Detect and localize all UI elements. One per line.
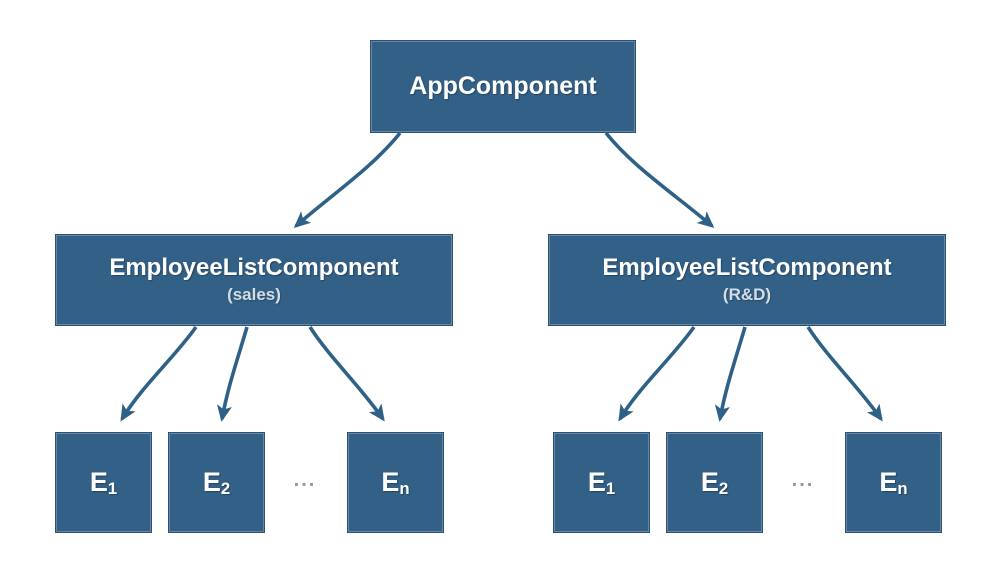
node-employee-right-1-label: E1	[587, 466, 616, 499]
edge-sales-to-leaf-1	[120, 325, 198, 422]
edge-root-to-rnd	[604, 131, 715, 228]
node-employee-left-1-label: E1	[89, 466, 118, 499]
node-employee-left-n-label: En	[381, 466, 410, 499]
employee-index: 2	[220, 479, 231, 499]
employee-base-letter: E	[381, 466, 400, 497]
employee-base-letter: E	[700, 466, 719, 497]
employee-base-letter: E	[202, 466, 221, 497]
employee-index: 1	[107, 479, 118, 499]
node-app-component[interactable]: AppComponent	[370, 40, 636, 133]
node-employee-right-n[interactable]: En	[845, 432, 942, 533]
employee-index: n	[399, 479, 410, 499]
edge-root-to-sales	[293, 131, 402, 228]
node-app-component-label: AppComponent	[409, 71, 597, 100]
employee-base-letter: E	[587, 466, 606, 497]
employee-index: 1	[605, 479, 616, 499]
node-employee-left-n[interactable]: En	[347, 432, 444, 533]
employee-index: 2	[718, 479, 729, 499]
node-employee-list-component-rnd-label: EmployeeListComponent	[602, 253, 892, 281]
node-employee-list-component-rnd-sublabel: (R&D)	[722, 285, 772, 305]
node-employee-list-component-sales-label: EmployeeListComponent	[109, 253, 399, 281]
node-employee-right-2-label: E2	[700, 466, 729, 499]
node-employee-right-n-label: En	[879, 466, 908, 499]
edge-rnd-to-leaf-2	[714, 326, 747, 422]
employee-index: n	[897, 479, 908, 499]
node-employee-left-1[interactable]: E1	[55, 432, 152, 533]
node-employee-left-2[interactable]: E2	[168, 432, 265, 533]
edge-rnd-to-leaf-1	[618, 325, 696, 422]
edge-rnd-to-leaf-n	[806, 326, 883, 422]
employee-base-letter: E	[89, 466, 108, 497]
edge-sales-to-leaf-2	[216, 326, 249, 422]
node-employee-list-component-rnd[interactable]: EmployeeListComponent (R&D)	[548, 234, 946, 326]
node-employee-left-2-label: E2	[202, 466, 231, 499]
ellipsis-left: ...	[293, 469, 317, 491]
employee-base-letter: E	[879, 466, 898, 497]
node-employee-list-component-sales[interactable]: EmployeeListComponent (sales)	[55, 234, 453, 326]
ellipsis-right: ...	[791, 469, 815, 491]
node-employee-list-component-sales-sublabel: (sales)	[227, 285, 281, 305]
node-employee-right-1[interactable]: E1	[553, 432, 650, 533]
edge-sales-to-leaf-n	[308, 326, 385, 422]
node-employee-right-2[interactable]: E2	[666, 432, 763, 533]
